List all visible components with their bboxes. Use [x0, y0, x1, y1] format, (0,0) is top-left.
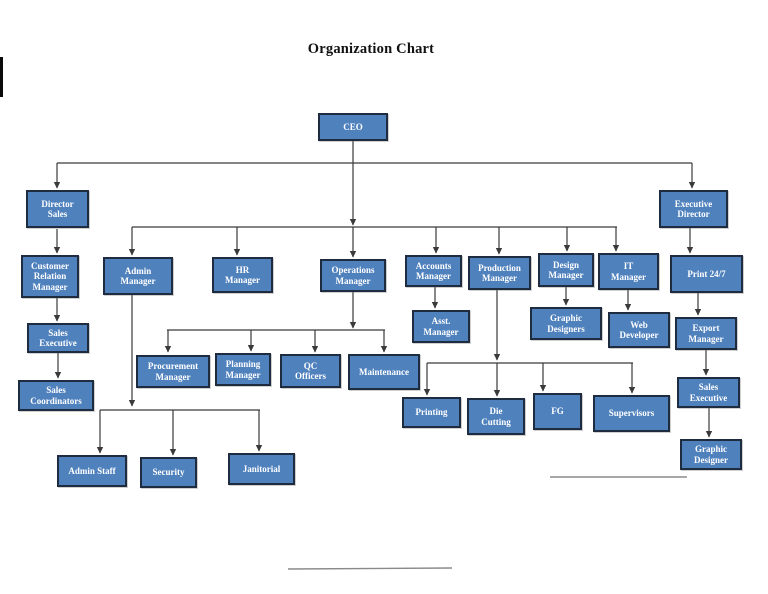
chart-title: Organization Chart: [307, 41, 435, 57]
org-node-label: Sales Coordinators: [30, 385, 82, 406]
org-node-graphic-designers: Graphic Designers: [530, 307, 602, 340]
org-node-admin-manager: Admin Manager: [103, 257, 173, 295]
org-node-accounts-manager: Accounts Manager: [405, 255, 462, 287]
org-node-label: Printing: [415, 407, 448, 418]
org-node-printing: Printing: [402, 397, 461, 428]
org-node-sales-executive-left: Sales Executive: [27, 323, 89, 353]
org-node-admin-staff: Admin Staff: [57, 455, 127, 487]
org-node-label: HR Manager: [225, 264, 260, 285]
org-node-janitorial: Janitorial: [228, 453, 295, 485]
stray-line-2: [287, 567, 453, 570]
org-node-operations-manager: Operations Manager: [320, 259, 386, 292]
org-node-label: Admin Manager: [120, 265, 156, 286]
org-node-label: Admin Staff: [68, 465, 116, 476]
org-node-label: Supervisors: [608, 408, 655, 419]
org-node-label: Director Sales: [41, 198, 74, 219]
org-node-ceo: CEO: [318, 113, 388, 141]
org-node-label: Graphic Designers: [547, 313, 585, 334]
org-node-customer-relation-manager: Customer Relation Manager: [21, 255, 79, 298]
org-node-label: Die Cutting: [481, 406, 511, 427]
org-node-label: Sales Executive: [39, 327, 77, 348]
org-node-label: Maintenance: [359, 366, 409, 377]
org-node-sales-coordinators: Sales Coordinators: [18, 380, 94, 411]
left-margin-cursor-artifact: [0, 57, 3, 97]
org-node-label: Sales Executive: [689, 382, 728, 403]
org-node-supervisors: Supervisors: [593, 395, 670, 432]
org-node-label: IT Manager: [611, 261, 646, 282]
org-node-label: Graphic Designer: [694, 444, 728, 465]
org-node-qc-officers: QC Officers: [280, 354, 341, 388]
org-node-it-manager: IT Manager: [598, 253, 659, 290]
org-node-label: QC Officers: [295, 360, 326, 381]
org-node-label: Web Developer: [619, 319, 659, 340]
org-node-security: Security: [140, 457, 197, 488]
org-node-label: FG: [551, 406, 564, 417]
org-node-label: Janitorial: [242, 463, 281, 474]
org-node-executive-director: Executive Director: [659, 190, 728, 228]
org-node-label: Operations Manager: [331, 265, 375, 286]
org-node-planning-manager: Planning Manager: [215, 353, 271, 386]
org-node-label: Executive Director: [674, 198, 713, 219]
org-node-hr-manager: HR Manager: [212, 257, 273, 293]
org-node-director-sales: Director Sales: [26, 190, 89, 228]
org-node-export-manager: Export Manager: [675, 317, 737, 350]
org-node-label: Production Manager: [478, 262, 521, 283]
org-node-design-manager: Design Manager: [538, 253, 594, 287]
org-node-production-manager: Production Manager: [468, 256, 531, 290]
org-node-graphic-designer: Graphic Designer: [680, 439, 742, 470]
org-node-label: Procurement Manager: [147, 361, 199, 382]
org-node-die-cutting: Die Cutting: [467, 398, 525, 435]
org-node-label: Export Manager: [688, 323, 724, 344]
org-node-label: CEO: [343, 121, 363, 132]
org-node-procurement-manager: Procurement Manager: [136, 355, 210, 388]
org-node-print-247: Print 24/7: [670, 255, 743, 293]
org-node-label: Security: [152, 467, 185, 478]
org-node-label: Accounts Manager: [415, 260, 452, 281]
org-node-label: Customer Relation Manager: [31, 260, 69, 292]
org-node-maintenance: Maintenance: [348, 354, 420, 390]
org-node-label: Design Manager: [548, 259, 584, 280]
org-node-asst-manager: Asst. Manager: [412, 310, 470, 343]
org-node-sales-executive-right: Sales Executive: [677, 377, 740, 408]
org-node-label: Asst. Manager: [423, 316, 459, 337]
org-node-fg: FG: [533, 393, 582, 430]
org-node-label: Planning Manager: [225, 359, 261, 380]
org-node-label: Print 24/7: [687, 268, 726, 279]
org-node-web-developer: Web Developer: [608, 312, 670, 348]
